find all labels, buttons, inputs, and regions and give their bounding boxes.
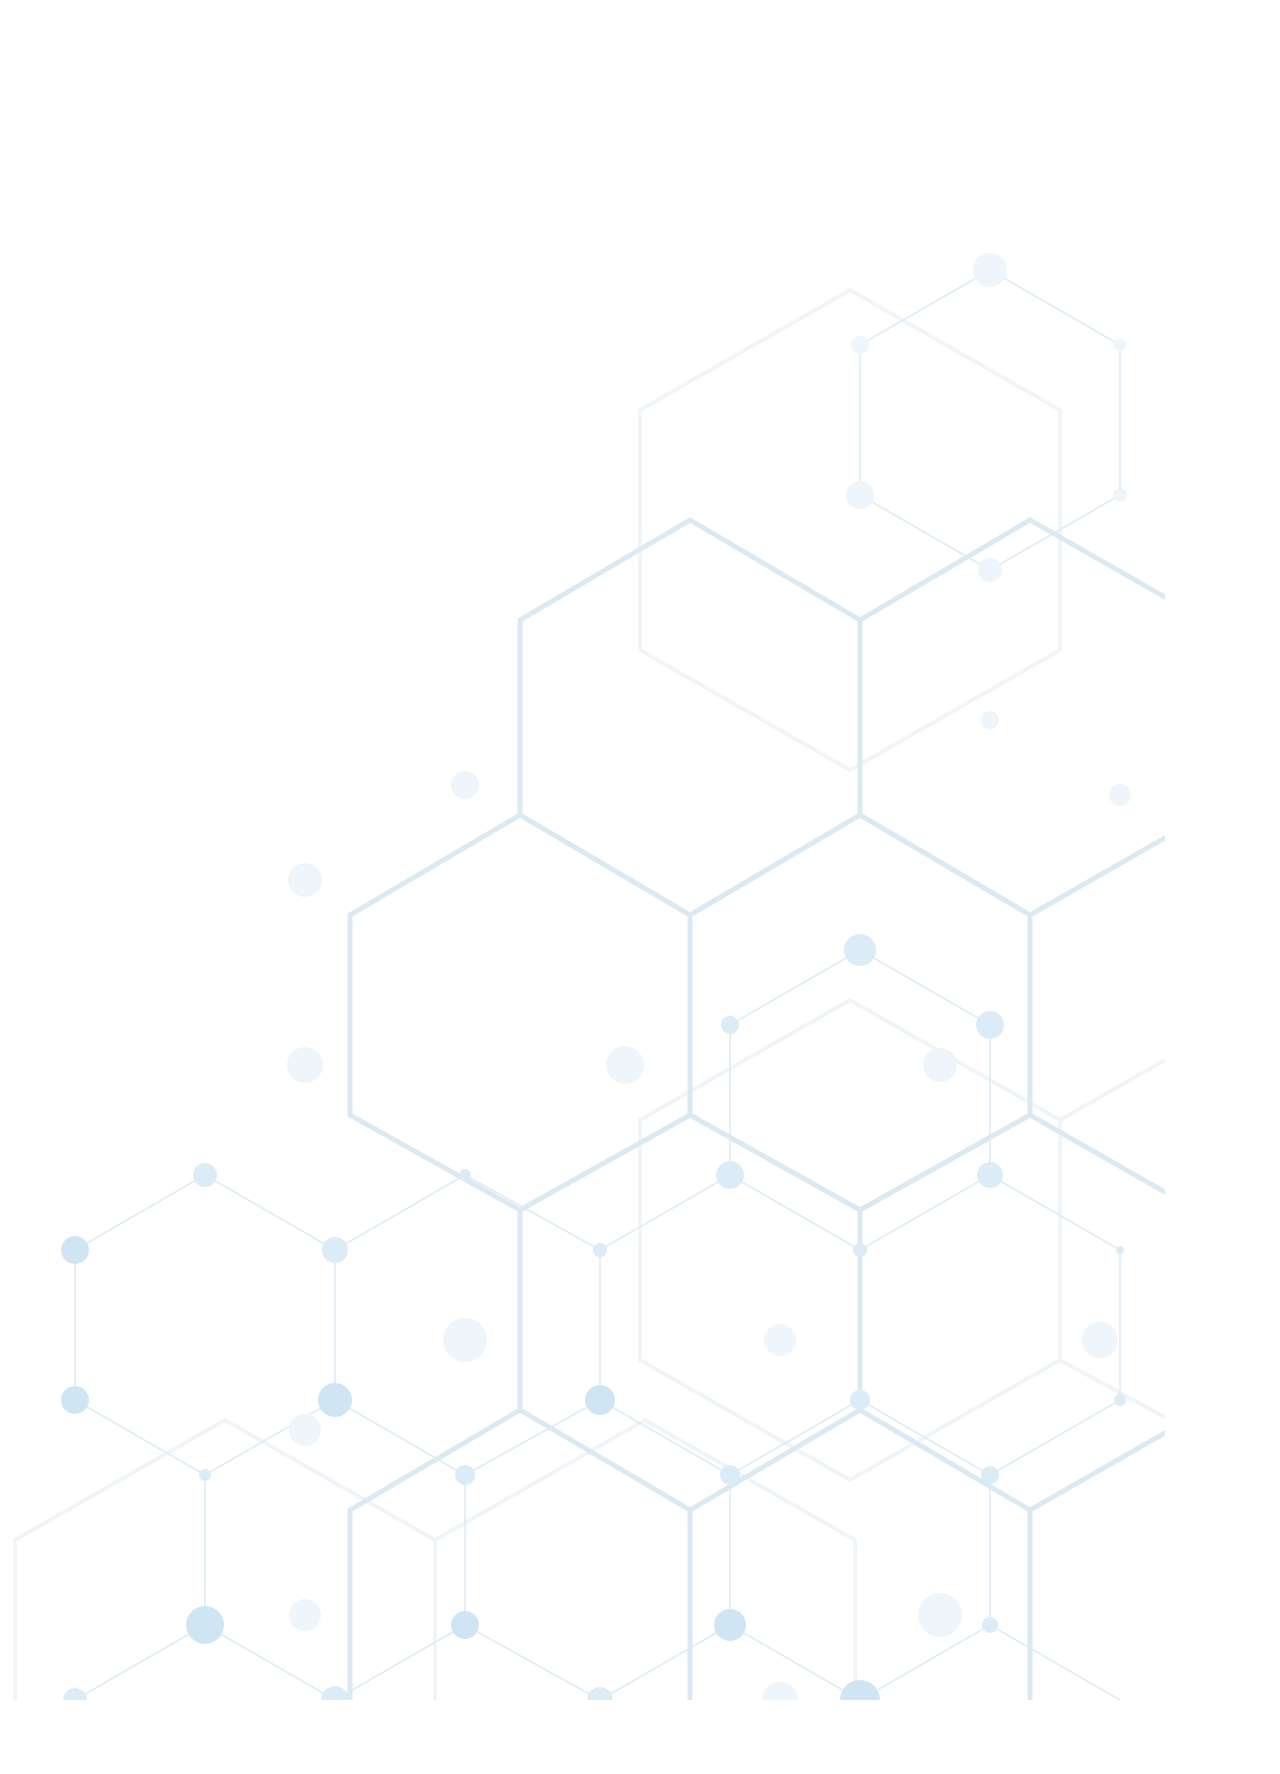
network-node: [288, 863, 322, 897]
network-node: [851, 336, 869, 354]
network-node: [199, 1469, 211, 1481]
molecule-link: [859, 269, 1121, 571]
large-hexagon: [857, 1112, 1173, 1513]
network-node: [585, 1385, 615, 1415]
network-node: [186, 1606, 224, 1644]
network-node: [981, 711, 999, 729]
thin-link-network: [74, 269, 1121, 1701]
large-hexagon: [687, 812, 1033, 1213]
network-node: [918, 1593, 962, 1637]
right-margin: [1165, 0, 1280, 1774]
network-node: [973, 253, 1007, 287]
network-node: [716, 1161, 744, 1189]
large-hexagon: [517, 517, 863, 918]
network-node: [1114, 339, 1126, 351]
molecule-link: [464, 1174, 1121, 1476]
network-node: [1116, 1246, 1124, 1254]
faint-hexagon: [638, 997, 1062, 1483]
network-node: [318, 1383, 352, 1417]
network-node: [764, 1324, 796, 1356]
network-node: [287, 1047, 323, 1083]
network-node: [714, 1609, 746, 1641]
network-node: [322, 1237, 348, 1263]
network-node: [981, 1466, 999, 1484]
network-node: [1114, 1394, 1126, 1406]
network-node: [289, 1414, 321, 1446]
partial-hexagon: [347, 1407, 522, 1705]
network-node: [976, 1011, 1004, 1039]
network-node: [459, 1169, 471, 1181]
network-node: [844, 934, 876, 966]
network-node: [193, 1163, 217, 1187]
network-node: [982, 1617, 998, 1633]
network-node: [846, 481, 874, 509]
network-node: [61, 1236, 89, 1264]
network-node: [593, 1243, 607, 1257]
node-layer: [61, 253, 1131, 1720]
network-node: [850, 1390, 870, 1410]
network-node: [606, 1046, 644, 1084]
network-node: [1113, 488, 1127, 502]
network-node: [1082, 1322, 1118, 1358]
network-node: [720, 1465, 740, 1485]
network-node: [978, 558, 1002, 582]
large-hexagon: [857, 517, 1173, 918]
large-hexagon: [517, 1112, 863, 1513]
network-node: [977, 1162, 1003, 1188]
network-node: [455, 1465, 475, 1485]
network-node: [923, 1048, 957, 1082]
network-node: [1109, 784, 1131, 806]
network-node: [61, 1386, 89, 1414]
molecule-link: [334, 1399, 991, 1476]
molecule-link: [334, 1174, 466, 1251]
network-node: [451, 1611, 479, 1639]
molecule-link: [729, 949, 991, 1175]
bottom-margin: [0, 1700, 1280, 1774]
network-node: [853, 1243, 867, 1257]
network-node: [721, 1016, 739, 1034]
network-node: [443, 1318, 487, 1362]
network-node: [451, 771, 479, 799]
network-node: [289, 1599, 321, 1631]
faint-hexagon: [638, 287, 1062, 773]
